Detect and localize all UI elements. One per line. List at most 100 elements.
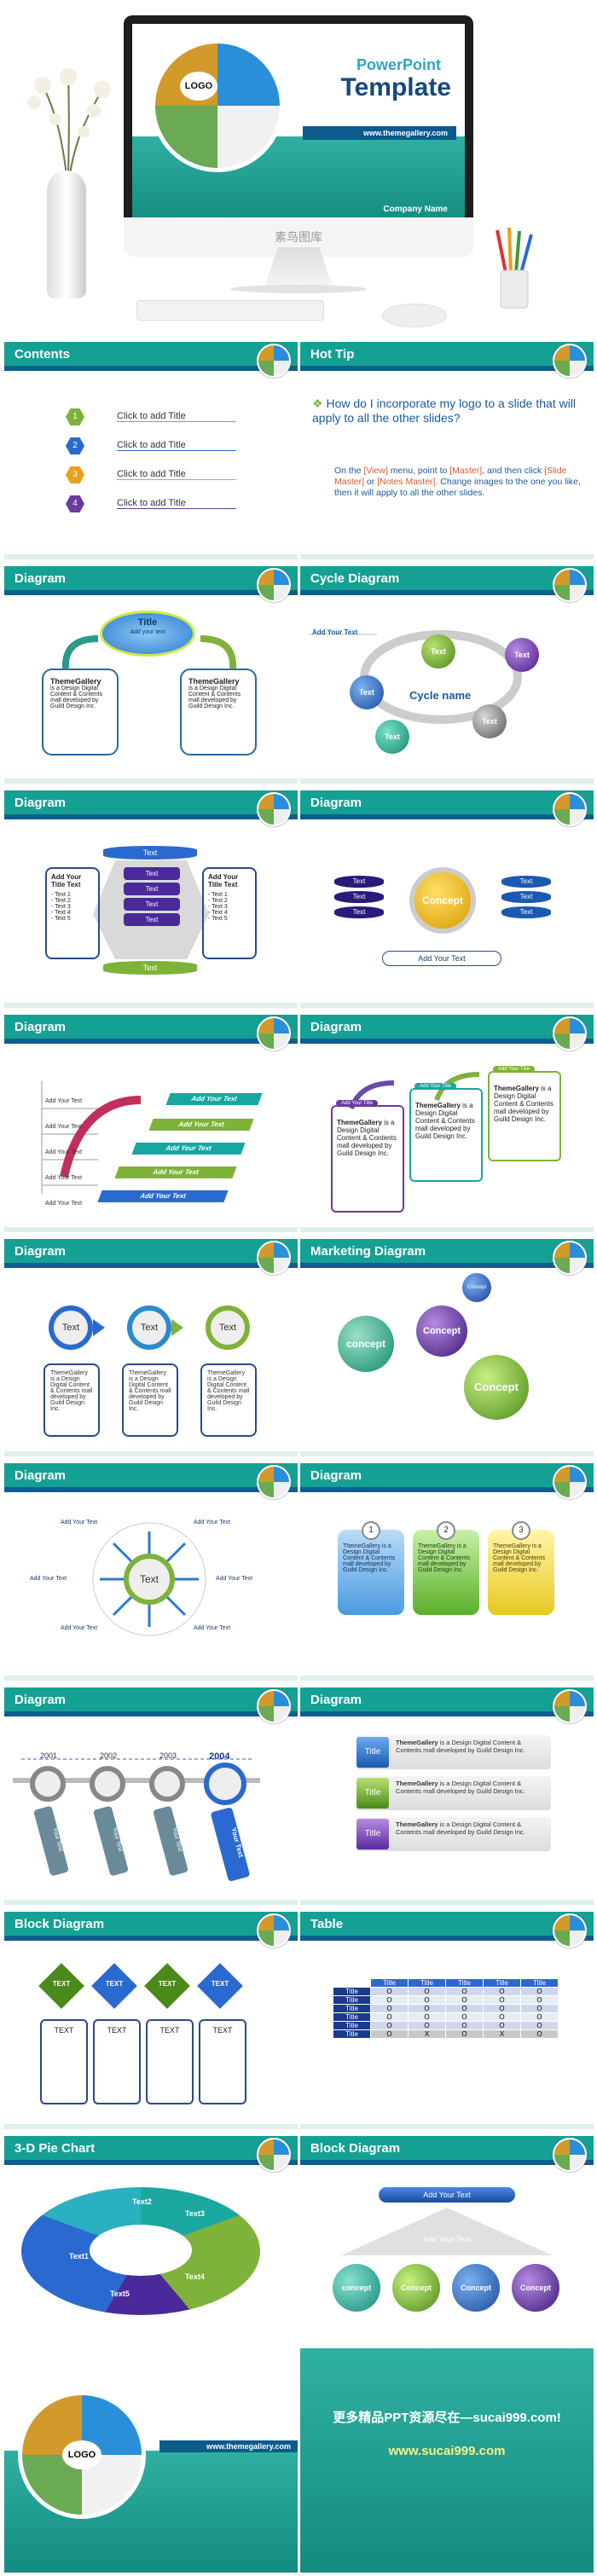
table-cell: O: [445, 1995, 484, 2005]
slide-footer-strip: [4, 2124, 298, 2129]
top-cylinder: Text: [103, 846, 197, 860]
list-line: - Text 2: [51, 898, 71, 904]
title-bar: [4, 566, 298, 590]
card-number: 2: [437, 1521, 455, 1540]
concept-ball: Concept: [452, 2264, 500, 2312]
row-text: ThemeGallery is a Design Digital Content…: [396, 1821, 548, 1836]
tip-question: ❖ How do I incorporate my logo to a slid…: [312, 397, 585, 425]
contents-item[interactable]: Click to add Title: [117, 498, 236, 509]
promo-panel: 更多精品PPT资源尽在—sucai999.com! www.sucai999.c…: [300, 2348, 594, 2573]
slide-footer-strip: [300, 1900, 594, 1905]
slide-title: Diagram: [310, 1693, 362, 1707]
row-header: Title: [333, 1995, 371, 2005]
box-heading: ThemeGallery: [50, 677, 101, 686]
stair-step: Add Your Text: [148, 1119, 254, 1131]
contents-item[interactable]: Click to add Title: [117, 469, 236, 480]
bottom-cylinder: Text: [103, 961, 197, 975]
step-heading: ThemeGallery: [415, 1102, 461, 1109]
row-heading: ThemeGallery: [396, 1821, 438, 1828]
keyboard: [136, 300, 324, 321]
table-cell: X: [483, 2029, 521, 2039]
concept-sphere: Concept: [464, 1355, 529, 1420]
step-text-box: ThemeGallery is a Design Digital Content…: [200, 1363, 257, 1437]
title-bar: [4, 1239, 298, 1263]
title-bar-accent: [300, 366, 594, 371]
answer-notes-master: [Notes Master]: [377, 477, 436, 487]
logo-badge-icon: [257, 1913, 291, 1948]
radial-label: Add Your Text: [216, 1576, 253, 1582]
title-bar-accent: [4, 366, 298, 371]
slide-contents: Contents 1 Click to add Title 2 Click to…: [4, 342, 298, 559]
list-line: - Text 4: [51, 910, 71, 916]
mid-label: Add Your Text: [423, 2235, 471, 2243]
monitor: LOGO PowerPoint Template www.themegaller…: [124, 15, 473, 247]
cycle-node: Text: [421, 634, 455, 669]
row-text: ThemeGallery is a Design Digital Content…: [396, 1739, 548, 1754]
title-bar-accent: [300, 590, 594, 595]
monitor-screen: LOGO PowerPoint Template www.themegaller…: [132, 24, 465, 224]
slide-title: Block Diagram: [310, 2141, 401, 2156]
table-cell: O: [370, 1987, 409, 1996]
closing-slide: LOGO www.themegallery.com: [4, 2348, 298, 2573]
title-bar: [4, 342, 298, 366]
title-bar-accent: [300, 1487, 594, 1492]
year-label-current: 2004: [209, 1751, 230, 1762]
slide-title: Diagram: [14, 796, 67, 810]
box-title: Add Your Title Text: [208, 873, 239, 889]
item-number: 3: [66, 466, 84, 483]
pie-label: Text2: [132, 2197, 152, 2206]
table-cell: O: [370, 2012, 409, 2022]
concept-circle: Concept: [409, 867, 476, 934]
slide-title: Diagram: [310, 1468, 362, 1483]
timeline-ring: [149, 1766, 185, 1802]
row-header: Title: [333, 1987, 371, 1996]
answer-text: On the: [334, 466, 364, 476]
row-heading: ThemeGallery: [396, 1739, 438, 1746]
concept-sphere: Concept: [416, 1305, 467, 1357]
logo-badge-icon: [553, 568, 587, 602]
roof-shape: [341, 2208, 553, 2255]
curved-arrows: [61, 635, 237, 669]
column-header: Title: [445, 1978, 484, 1988]
hero-url: www.themegallery.com: [303, 126, 456, 140]
list-line: - Text 3: [51, 904, 71, 910]
timeline-ring: [30, 1766, 66, 1802]
year-label: 2003: [159, 1751, 177, 1760]
radial-label: Add Your Text: [194, 1625, 231, 1631]
title-bar: [4, 2136, 298, 2160]
slide-footer-strip: [4, 1676, 298, 1681]
stair-step: Add Your Text: [165, 1093, 263, 1105]
contents-item[interactable]: Click to add Title: [117, 440, 236, 451]
slide-footer-strip: [4, 1003, 298, 1008]
promo-site[interactable]: www.sucai999.com: [388, 2444, 506, 2458]
row-bar: [356, 1817, 551, 1851]
logo-badge-icon: [257, 1016, 291, 1051]
slide-footer-strip: [4, 554, 298, 559]
center-title: Title: [137, 617, 158, 628]
list-line: - Text 1: [208, 892, 228, 898]
slide-title: Table: [310, 1917, 344, 1931]
right-disc: Text: [501, 906, 551, 918]
title-bar-accent: [4, 2160, 298, 2165]
title-bar-accent: [300, 1039, 594, 1044]
pie-label: Text1: [69, 2252, 89, 2261]
hero-mockup: LOGO PowerPoint Template www.themegaller…: [0, 0, 597, 337]
table-cell: X: [408, 2029, 446, 2039]
table-corner: [333, 1979, 371, 1988]
left-label: Add Your Text: [45, 1201, 83, 1207]
step-body: is a Design Digital Content & Contents m…: [415, 1102, 475, 1140]
slide-diagram-10: Diagram Title Title Title ThemeGallery i…: [300, 1687, 594, 1905]
contents-item[interactable]: Click to add Title: [117, 411, 236, 422]
slide-title: Diagram: [14, 1693, 67, 1707]
table-cell: O: [483, 2021, 521, 2030]
